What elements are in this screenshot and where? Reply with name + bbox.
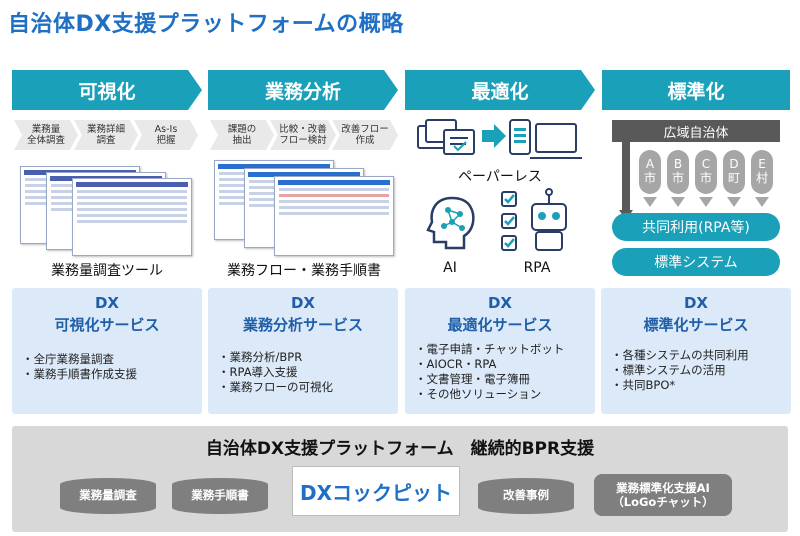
step-compare: 比較・改善 フロー検討	[270, 120, 336, 150]
database-procedure-manual: 業務手順書	[172, 478, 268, 514]
phase-standardize: 標準化	[602, 70, 790, 110]
service-items: 業務分析/BPR RPA導入支援 業務フローの可視化	[218, 350, 392, 395]
step-improve-flow: 改善フロー 作成	[332, 120, 398, 150]
service-item: その他ソリューション	[415, 387, 589, 402]
step-asis: As-Is 把握	[134, 120, 198, 150]
ai-head-icon	[426, 196, 475, 250]
ai-box-line1: 業務標準化支援AI	[616, 480, 710, 495]
shared-use-pill: 共同利用(RPA等)	[612, 213, 780, 241]
service-analysis: DX 業務分析サービス 業務分析/BPR RPA導入支援 業務フローの可視化	[208, 288, 398, 414]
service-item: 標準システムの活用	[611, 363, 785, 378]
survey-tool-illustration	[20, 166, 198, 256]
rpa-robot-icon	[501, 188, 567, 251]
service-item: 業務手順書作成支援	[22, 367, 196, 382]
arrow-down-icon	[727, 197, 741, 207]
step-volume-survey: 業務量 全体調査	[14, 120, 78, 150]
flow-docs-illustration	[214, 160, 398, 256]
region-bar: 広域自治体	[612, 120, 780, 142]
service-item: 電子申請・チャットボット	[415, 342, 589, 357]
service-dx-label: DX	[487, 294, 513, 312]
step-detail-survey: 業務詳細 調査	[74, 120, 138, 150]
service-item: 文書管理・電子簿冊	[415, 372, 589, 387]
caption-survey-tool: 業務量調査ツール	[51, 263, 163, 279]
service-standardize: DX 標準化サービス 各種システムの共同利用 標準システムの活用 共同BPO*	[601, 288, 791, 414]
step-issue-extract: 課題の 抽出	[210, 120, 274, 150]
service-item: RPA導入支援	[218, 365, 392, 380]
phase-optimize: 最適化	[405, 70, 595, 110]
service-item: 各種システムの共同利用	[611, 348, 785, 363]
service-items: 電子申請・チャットボット AIOCR・RPA 文書管理・電子簿冊 その他ソリュー…	[415, 342, 589, 402]
service-item: 全庁業務量調査	[22, 352, 196, 367]
phase-visualize: 可視化	[12, 70, 202, 110]
region-connector	[622, 142, 630, 212]
arrow-down-icon	[755, 197, 769, 207]
caption-paperless: ペーパーレス	[458, 169, 542, 185]
service-item: 業務分析/BPR	[218, 350, 392, 365]
ai-box-line2: （LoGoチャット）	[612, 495, 714, 509]
platform-title: 自治体DX支援プラットフォーム 継続的BPR支援	[205, 439, 595, 459]
service-optimize: DX 最適化サービス 電子申請・チャットボット AIOCR・RPA 文書管理・電…	[405, 288, 595, 414]
service-name: 可視化サービス	[54, 316, 160, 334]
arrow-down-icon	[699, 197, 713, 207]
service-items: 全庁業務量調査 業務手順書作成支援	[22, 352, 196, 382]
database-improvement-cases: 改善事例	[478, 478, 574, 514]
caption-rpa: RPA	[523, 260, 551, 276]
service-dx-label: DX	[94, 294, 120, 312]
database-volume-survey: 業務量調査	[60, 478, 156, 514]
service-items: 各種システムの共同利用 標準システムの活用 共同BPO*	[611, 348, 785, 393]
service-item: 業務フローの可視化	[218, 380, 392, 395]
service-item: 共同BPO*	[611, 378, 785, 393]
arrow-down-icon	[643, 197, 657, 207]
standardization-ai-box: 業務標準化支援AI （LoGoチャット）	[594, 474, 732, 516]
service-name: 業務分析サービス	[242, 316, 363, 334]
service-item: AIOCR・RPA	[415, 357, 589, 372]
service-visualize: DX 可視化サービス 全庁業務量調査 業務手順書作成支援	[12, 288, 202, 414]
service-name: 最適化サービス	[447, 316, 553, 334]
service-dx-label: DX	[683, 294, 709, 312]
page-title: 自治体DX支援プラットフォームの概略	[8, 12, 404, 37]
caption-flow-docs: 業務フロー・業務手順書	[227, 263, 381, 279]
paperless-icon	[417, 119, 582, 159]
caption-ai: AI	[443, 260, 457, 276]
arrow-down-icon	[671, 197, 685, 207]
phase-analysis: 業務分析	[208, 70, 398, 110]
service-dx-label: DX	[290, 294, 316, 312]
standard-system-pill: 標準システム	[612, 248, 780, 276]
service-name: 標準化サービス	[643, 316, 749, 334]
dx-cockpit: DXコックピット	[292, 466, 460, 516]
